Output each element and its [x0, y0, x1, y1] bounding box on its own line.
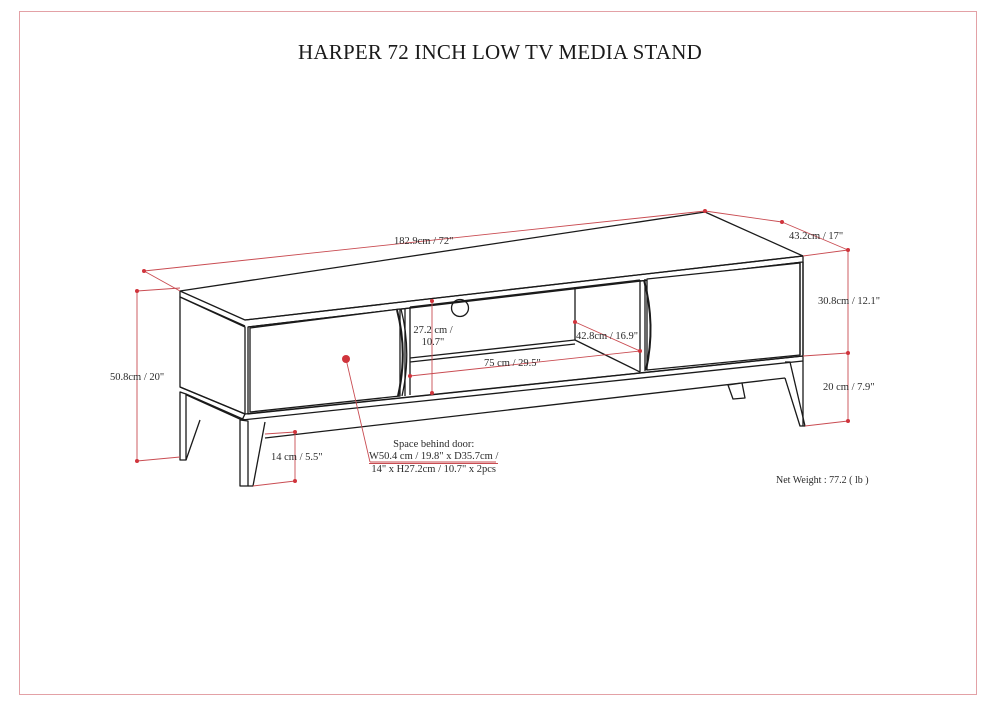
space-behind-door-title: Space behind door: — [393, 439, 475, 450]
opening-depth-label: 42.8cm / 16.9" — [576, 331, 639, 342]
leg-clearance-label: 14 cm / 5.5" — [271, 452, 323, 463]
leg-height-label: 20 cm / 7.9" — [823, 382, 875, 393]
overall-width-label: 182.9cm / 72" — [394, 236, 454, 247]
space-behind-door-line2: W50.4 cm / 19.8" x D35.7cm / — [369, 451, 499, 464]
page-title: HARPER 72 INCH LOW TV MEDIA STAND — [298, 40, 702, 64]
page-frame — [19, 11, 977, 695]
space-behind-door-line3: 14" x H27.2cm / 10.7" x 2pcs — [371, 464, 497, 475]
overall-height-label: 50.8cm / 20" — [110, 372, 165, 383]
dimension-dots — [135, 209, 850, 483]
net-weight-label: Net Weight : 77.2 ( lb ) — [776, 475, 869, 486]
cabinet-height-label: 30.8cm / 12.1" — [818, 296, 881, 307]
dimension-lines — [136, 210, 849, 487]
depth-label: 43.2cm / 17" — [789, 231, 844, 242]
opening-height-line1: 27.2 cm / — [413, 325, 453, 336]
opening-height-line2: 10.7" — [421, 337, 445, 348]
opening-height-label: 27.2 cm / 10.7" — [413, 325, 453, 349]
opening-width-label: 75 cm / 29.5" — [484, 358, 541, 369]
space-behind-door-note: Space behind door: W50.4 cm / 19.8" x D3… — [369, 439, 499, 476]
